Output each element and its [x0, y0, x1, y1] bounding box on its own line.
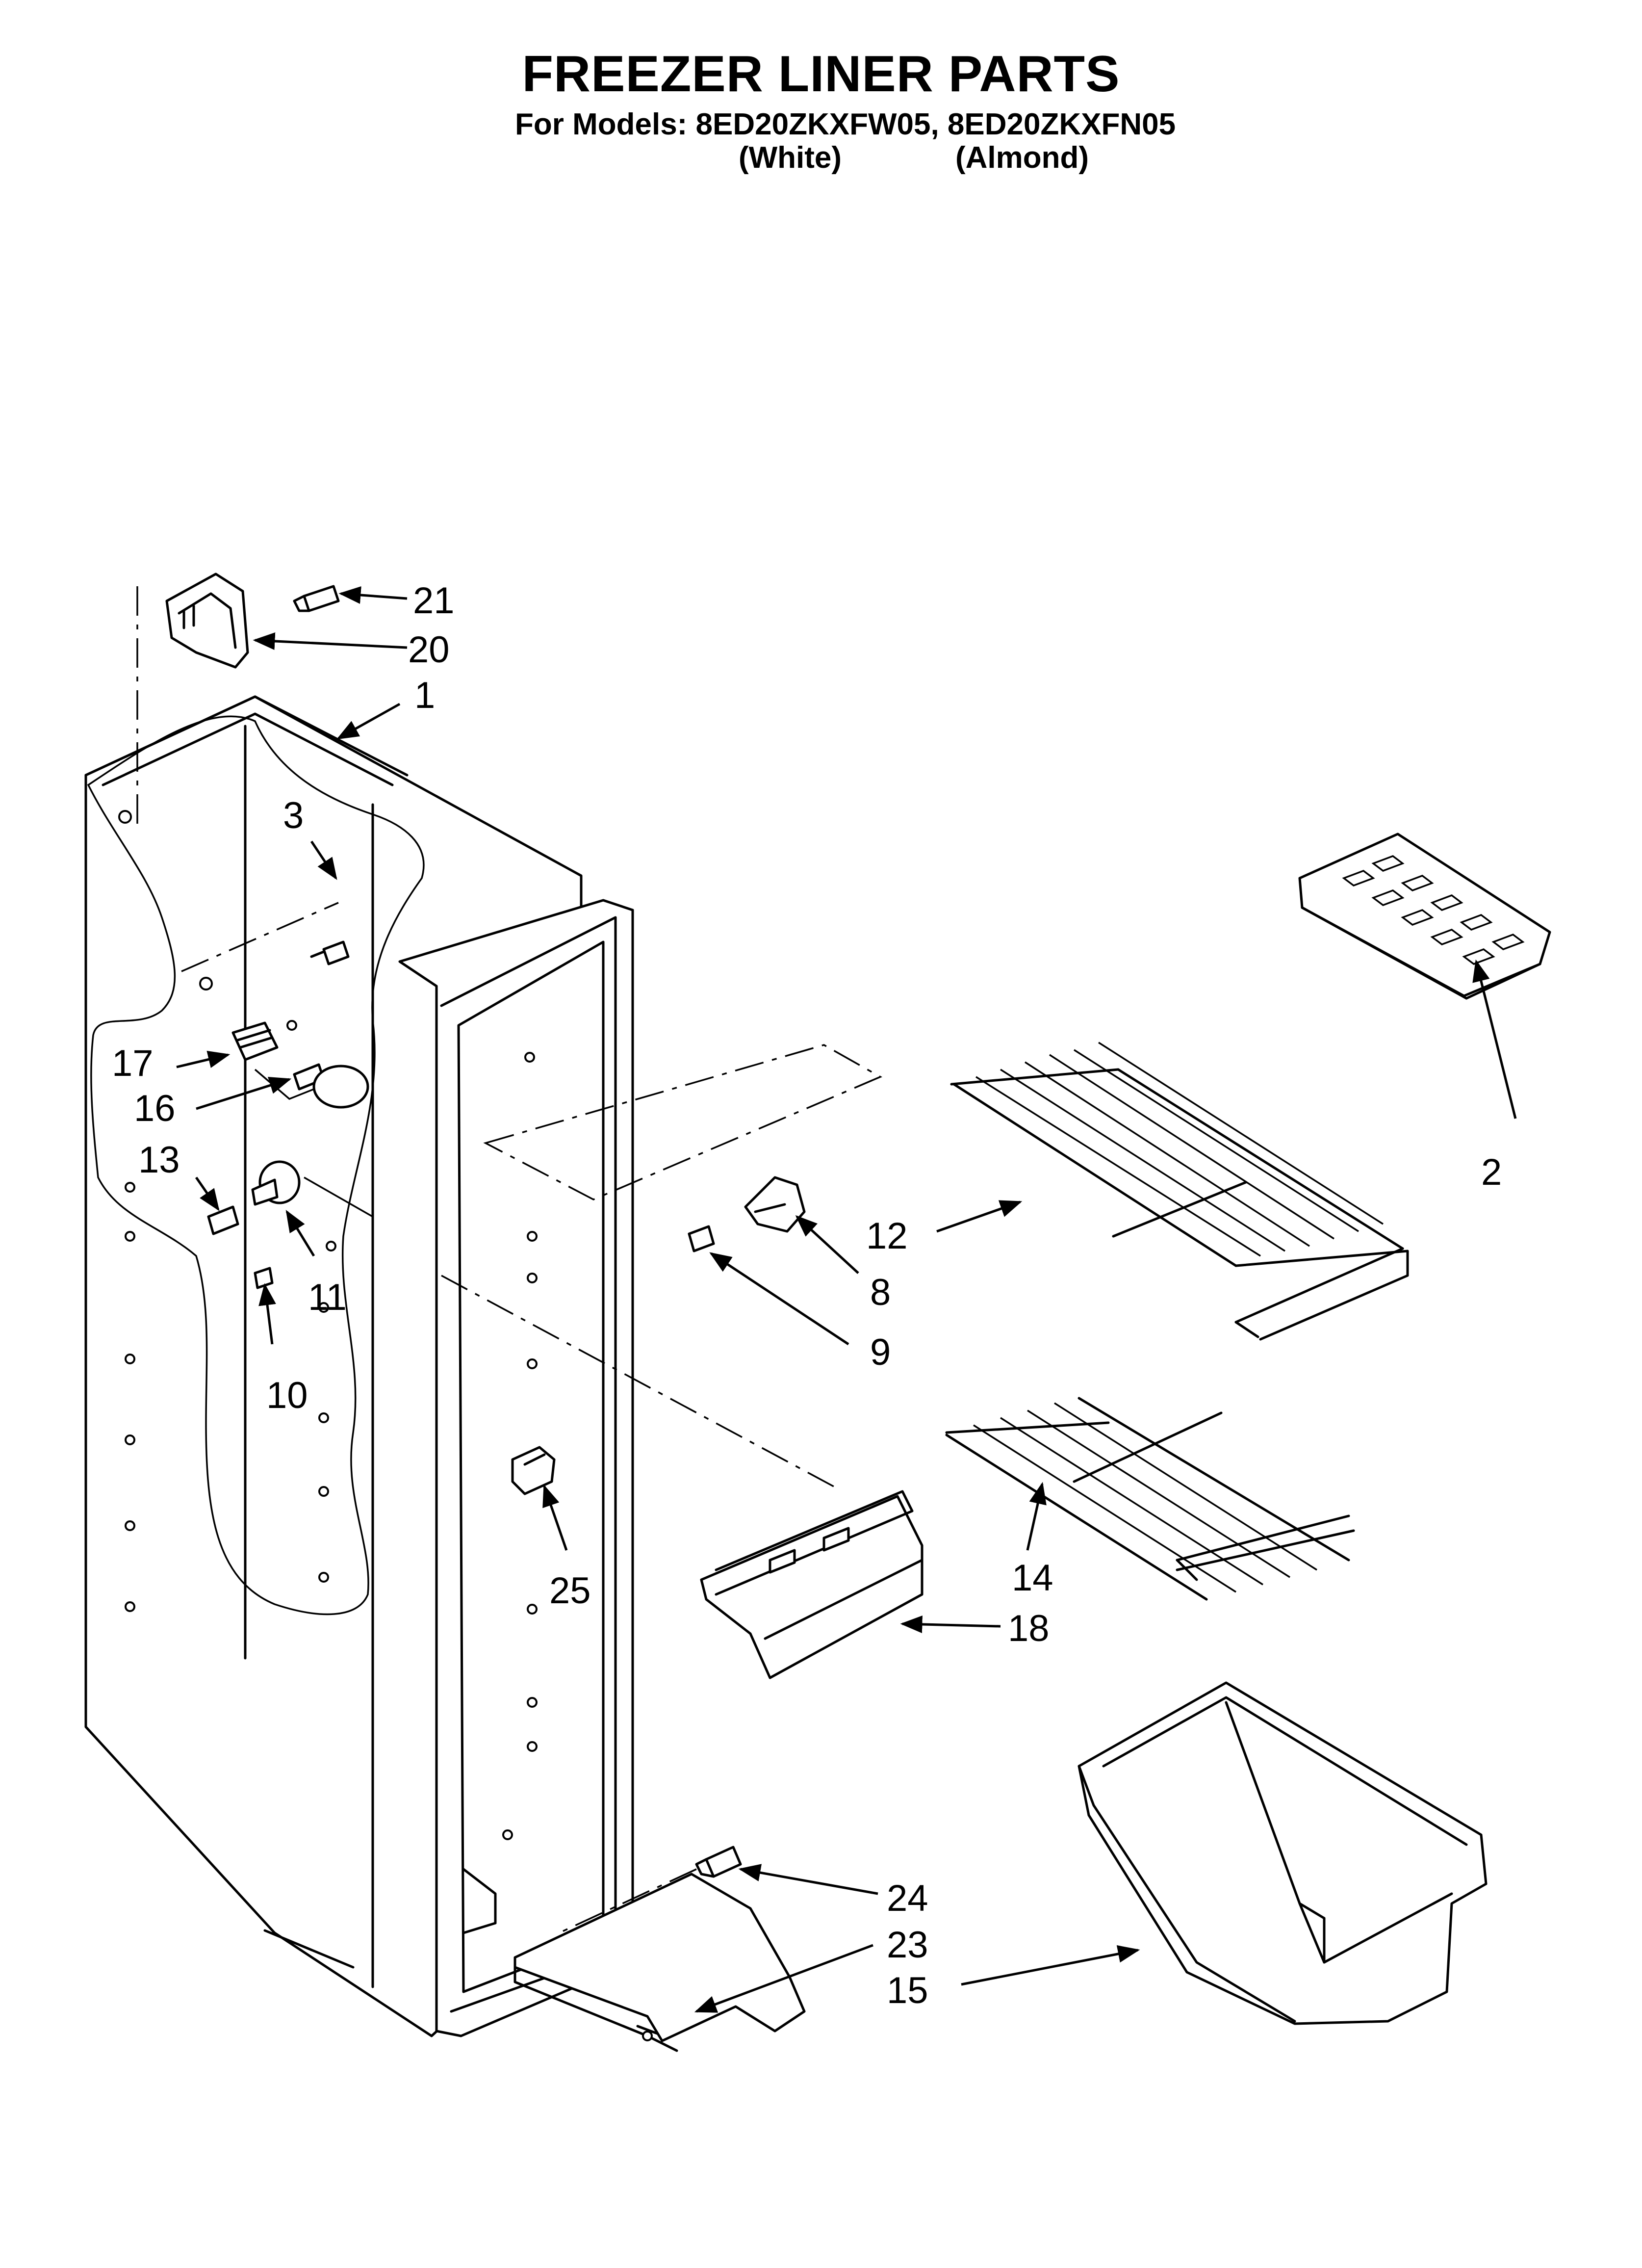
light-bulb-part [293, 1063, 369, 1109]
callout-9: 9 [870, 1331, 891, 1373]
callout-24: 24 [887, 1877, 928, 1919]
lower-wire-shelf-part [945, 1397, 1355, 1601]
screw-part [207, 1205, 239, 1235]
callout-17: 17 [112, 1043, 154, 1084]
switch-part [511, 1446, 556, 1495]
callout-2: 2 [1481, 1151, 1502, 1193]
callout-12: 12 [866, 1215, 908, 1257]
callout-23: 23 [887, 1924, 928, 1966]
guide-line [254, 1069, 314, 1100]
leader-lines [176, 586, 1517, 2013]
guide-line [483, 1044, 882, 1200]
clip-part [254, 1267, 274, 1289]
guide-line [559, 1868, 697, 1934]
guide-line [181, 902, 339, 972]
plug-part [310, 940, 350, 965]
guide-line [441, 1275, 834, 1487]
callout-16: 16 [134, 1088, 176, 1129]
freezer-liner-part [84, 695, 634, 2037]
callout-3: 3 [283, 795, 304, 836]
guide-line [304, 1176, 373, 1218]
callout-20: 20 [408, 629, 450, 671]
page-title: FREEZER LINER PARTS [522, 46, 1120, 103]
callout-13: 13 [138, 1139, 180, 1181]
shelf-support-part [744, 1176, 806, 1233]
callout-10: 10 [266, 1375, 308, 1416]
storage-bin-part [1078, 1681, 1488, 2025]
ice-tray-part [1298, 833, 1551, 1000]
shelf-screw-part [688, 1225, 715, 1252]
callout-1: 1 [414, 675, 435, 716]
light-socket-part [231, 1021, 279, 1061]
variant-almond-label: (Almond) [955, 141, 1089, 175]
control-bracket-part [165, 573, 340, 669]
variant-white-label: (White) [739, 141, 842, 175]
callout-25: 25 [549, 1570, 591, 1612]
upper-wire-shelf-part [950, 1042, 1409, 1341]
thermostat-knob-part [251, 1160, 301, 1206]
callout-21: 21 [413, 580, 455, 622]
shelf-bracket-part [700, 1490, 924, 1679]
bottom-screw-part [695, 1846, 742, 1878]
callout-14: 14 [1012, 1557, 1053, 1599]
callout-18: 18 [1008, 1608, 1050, 1649]
callout-8: 8 [870, 1272, 891, 1313]
callout-11: 11 [308, 1277, 347, 1318]
callout-15: 15 [887, 1970, 928, 2011]
models-line: For Models: 8ED20ZKXFW05, 8ED20ZKXFN05 [515, 107, 1176, 141]
